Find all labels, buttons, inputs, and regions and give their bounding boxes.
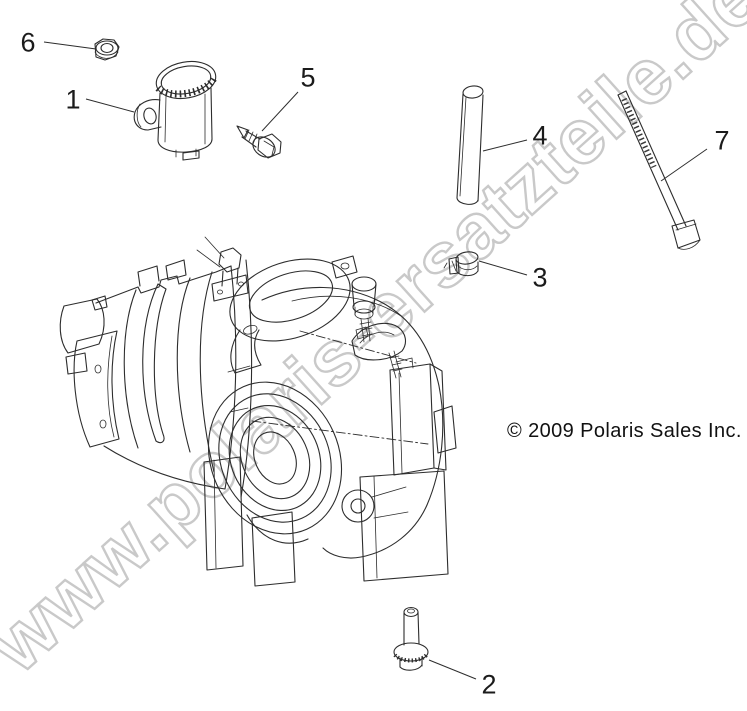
- leader-lines: [43, 41, 708, 680]
- callout-number-6: 6: [20, 27, 36, 58]
- leader-line-4: [482, 139, 528, 152]
- callout-number-5: 5: [300, 62, 316, 93]
- leader-line-5: [261, 91, 299, 132]
- part-tapping-screw: [236, 125, 282, 159]
- part-dipstick-rod: [617, 90, 701, 250]
- callout-number-1: 1: [65, 84, 81, 115]
- leader-line-1: [85, 98, 135, 113]
- callout-number-2: 2: [481, 669, 497, 700]
- gearcase-assembly-drawing: [59, 236, 457, 587]
- leader-line-6: [43, 41, 97, 50]
- callout-number-4: 4: [532, 120, 548, 151]
- leader-line-3: [478, 260, 528, 276]
- copyright-text: © 2009 Polaris Sales Inc.: [507, 420, 742, 442]
- part-flange-bolt: [393, 606, 429, 671]
- callout-number-7: 7: [714, 125, 730, 156]
- callout-number-3: 3: [532, 262, 548, 293]
- leader-line-2: [428, 659, 477, 680]
- leader-line-7: [660, 148, 708, 182]
- watermark-text: www.polaris-ersatzteile.de: [0, 0, 747, 691]
- part-vent-tube: [456, 85, 484, 205]
- part-hose-clamp: [443, 251, 479, 277]
- part-oil-reservoir-breather: [133, 60, 218, 161]
- part-flange-nut: [94, 38, 120, 61]
